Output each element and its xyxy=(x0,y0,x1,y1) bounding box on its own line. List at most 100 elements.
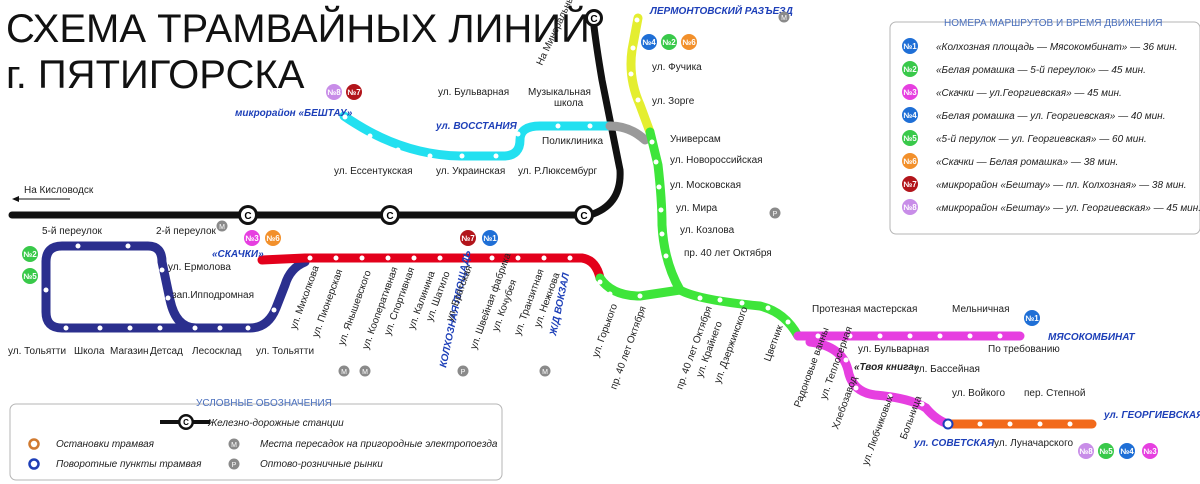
route-description: «Скачки — ул.Георгиевская» — 45 мин. xyxy=(936,88,1122,99)
svg-text:№4: №4 xyxy=(1120,447,1134,456)
svg-text:Места пересадок на пригородные: Места пересадок на пригородные электропо… xyxy=(260,439,498,450)
tram-stops xyxy=(43,17,1073,427)
stop-labels: ул. Фучика ул. Зорге Универсам ул. Новор… xyxy=(8,62,1085,449)
routes-list: №1«Колхозная площадь — Мясокомбинат» — 3… xyxy=(902,38,1200,215)
svg-text:ул. Бульварная: ул. Бульварная xyxy=(438,87,509,98)
svg-text:С: С xyxy=(386,211,393,222)
svg-text:ул. Дзержинского: ул. Дзержинского xyxy=(712,305,750,385)
svg-text:По требованию: По требованию xyxy=(988,343,1060,355)
route-row: №6 «Скачки — Белая ромашка» — 38 мин. xyxy=(902,153,1118,169)
railway-stations: С С С С xyxy=(238,9,603,225)
svg-text:Универсам: Универсам xyxy=(670,134,721,145)
svg-text:№7: №7 xyxy=(347,88,361,97)
route-number: №3 xyxy=(903,88,917,97)
svg-text:ул. Войкого: ул. Войкого xyxy=(952,388,1005,399)
svg-text:№3: №3 xyxy=(245,234,259,243)
svg-text:ул. Бассейная: ул. Бассейная xyxy=(914,364,980,375)
svg-text:ул. Мира: ул. Мира xyxy=(676,203,718,214)
svg-text:ул. Горького: ул. Горького xyxy=(590,302,620,359)
legend-transfer-item: М Места пересадок на пригородные электро… xyxy=(228,438,498,450)
svg-text:ул. Украинская: ул. Украинская xyxy=(436,166,505,177)
svg-text:школа: школа xyxy=(554,98,584,109)
svg-text:ул. Бульварная: ул. Бульварная xyxy=(858,344,929,355)
svg-text:№8: №8 xyxy=(327,88,341,97)
svg-text:ул. Ермолова: ул. Ермолова xyxy=(168,262,231,273)
route-row: №7«микрорайон «Бештау» — пл. Колхозная» … xyxy=(902,176,1187,192)
svg-text:Музыкальная: Музыкальная xyxy=(528,87,591,98)
route-badge xyxy=(902,176,918,192)
svg-text:Железно-дорожные станции: Железно-дорожные станции xyxy=(207,418,344,429)
svg-text:№7: №7 xyxy=(461,234,475,243)
route-badge xyxy=(902,153,918,169)
arrow-head xyxy=(12,196,19,202)
svg-text:№4: №4 xyxy=(642,38,656,47)
to-kislovodsk-label: На Кисловодск xyxy=(24,185,94,196)
route-number: №7 xyxy=(903,180,917,189)
svg-text:5-й переулок: 5-й переулок xyxy=(42,226,103,237)
svg-text:М: М xyxy=(362,369,368,376)
turn-points xyxy=(942,418,954,430)
svg-text:М: М xyxy=(542,369,548,376)
route-badges-map: №4 №2 №6 №8 №7 №2 №5 №3 №6 №7 №1 №1 №8 №… xyxy=(22,34,1158,459)
svg-text:С: С xyxy=(183,418,189,427)
svg-text:ул. Московская: ул. Московская xyxy=(670,180,741,191)
svg-text:№6: №6 xyxy=(266,234,280,243)
svg-text:№8: №8 xyxy=(1079,447,1093,456)
route-description: «Белая ромашка — 5-й переулок» — 45 мин. xyxy=(936,65,1146,76)
svg-text:ул. Новороссийская: ул. Новороссийская xyxy=(670,155,763,166)
route-number: №8 xyxy=(903,203,917,212)
station-tvoya-kniga: «Твоя книга» xyxy=(854,362,920,373)
svg-text:2-й переулок: 2-й переулок xyxy=(156,226,217,237)
route-row: №5«5-й перулок — ул. Георгиевская» — 60 … xyxy=(902,130,1147,146)
svg-text:пр. 40 лет Октября: пр. 40 лет Октября xyxy=(684,247,772,259)
svg-text:Магазин: Магазин xyxy=(110,346,149,357)
station-georgievskaya: ул. ГЕОРГИЕВСКАЯ xyxy=(1103,410,1200,421)
station-beshtau: микрорайон «БЕШТАУ» xyxy=(235,108,353,119)
route-row: №1«Колхозная площадь — Мясокомбинат» — 3… xyxy=(902,38,1178,54)
svg-text:М: М xyxy=(231,442,237,449)
svg-text:Школа: Школа xyxy=(74,346,105,357)
station-vosstaniya: ул. ВОССТАНИЯ xyxy=(435,121,518,132)
svg-text:№2: №2 xyxy=(662,38,676,47)
station-lermontov: ЛЕРМОНТОВСКИЙ РАЗЪЕЗД xyxy=(649,4,793,17)
svg-text:Поворотные пункты трамвая: Поворотные пункты трамвая xyxy=(56,459,202,470)
route-badge xyxy=(902,38,918,54)
legend-box: УСЛОВНЫЕ ОБОЗНАЧЕНИЯ С Железно-дорожные … xyxy=(9,398,503,481)
legend-turn-item: Поворотные пункты трамвая xyxy=(28,458,202,470)
route-badge xyxy=(902,130,918,146)
route-description: «Скачки — Белая ромашка» — 38 мин. xyxy=(936,157,1118,168)
svg-text:С: С xyxy=(590,14,597,25)
svg-text:зап.Ипподромная: зап.Ипподромная xyxy=(172,290,254,301)
legend-market-item: Р Оптово-розничные рынки xyxy=(228,458,383,470)
svg-text:Остановки трамвая: Остановки трамвая xyxy=(56,439,155,450)
route-row: №4«Белая ромашка — ул. Георгиевская» — 4… xyxy=(902,107,1165,123)
svg-text:ул. Р.Люксембург: ул. Р.Люксембург xyxy=(518,165,598,177)
svg-text:ул. Тольятти: ул. Тольятти xyxy=(8,346,66,357)
svg-text:Р: Р xyxy=(232,462,237,469)
route-number: №6 xyxy=(903,157,917,166)
route-number: №4 xyxy=(903,111,917,120)
svg-text:Протезная мастерская: Протезная мастерская xyxy=(812,304,917,315)
route-description: «микрорайон «Бештау» — ул. Георгиевская»… xyxy=(936,203,1200,214)
svg-text:№5: №5 xyxy=(23,272,37,281)
svg-text:М: М xyxy=(341,369,347,376)
route-badge xyxy=(902,107,918,123)
svg-text:ул. Фучика: ул. Фучика xyxy=(652,62,702,73)
svg-text:№3: №3 xyxy=(1143,447,1157,456)
svg-text:пер. Степной: пер. Степной xyxy=(1024,388,1085,399)
svg-text:№1: №1 xyxy=(1025,314,1039,323)
svg-text:ул. Любчиковых: ул. Любчиковых xyxy=(860,393,897,467)
map-title-line1: СХЕМА ТРАМВАЙНЫХ ЛИНИЙ xyxy=(6,5,590,51)
svg-text:Р: Р xyxy=(773,211,778,218)
svg-text:№2: №2 xyxy=(23,250,37,259)
route-badge xyxy=(902,84,918,100)
legend-railway-item: С Железно-дорожные станции xyxy=(160,414,344,430)
svg-text:М: М xyxy=(219,224,225,231)
svg-text:ул. Луначарского: ул. Луначарского xyxy=(994,438,1074,449)
svg-text:Детсад: Детсад xyxy=(150,346,183,357)
svg-text:ул. Ессентукская: ул. Ессентукская xyxy=(334,166,413,177)
station-sovetskaya: ул. СОВЕТСКАЯ xyxy=(913,438,995,449)
svg-text:С: С xyxy=(580,211,587,222)
svg-text:Оптово-розничные рынки: Оптово-розничные рынки xyxy=(260,459,383,470)
